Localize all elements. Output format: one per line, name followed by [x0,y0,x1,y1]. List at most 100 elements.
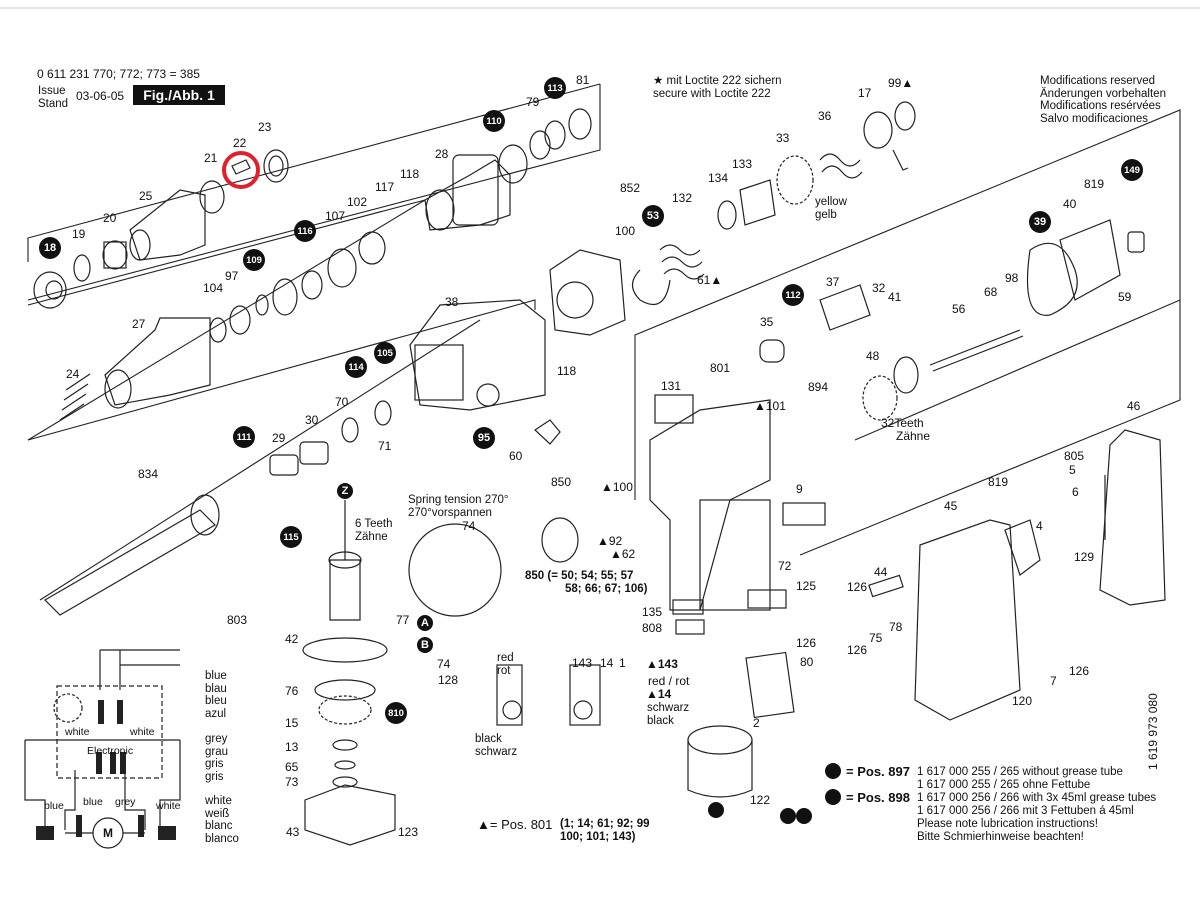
part-number-label: 4 [1036,519,1043,533]
frame-mid2 [27,299,536,441]
part-number-label: 126 [847,580,868,594]
circled-label: 110 [486,116,502,127]
part-number-label: 129 [1074,550,1095,564]
part-number-label: 852 [620,181,641,195]
part-number-label: 14 [600,656,614,670]
part-number-label: 56 [952,302,966,316]
part-number-label: 134 [708,171,729,185]
part-number-label: 97 [225,269,239,283]
circled-label: Z [341,485,349,497]
part-number-label: 128 [438,673,459,687]
issue-date: 03-06-05 [76,89,125,103]
part-number-label: 894 [808,380,829,394]
part-number-label: 80 [800,655,814,669]
part-number-label: 43 [286,825,300,839]
part-number-label: 45 [944,499,958,513]
lubrication-note: Please note lubrication instructions!Bit… [917,818,1098,843]
part-number-label: 850 [551,475,572,489]
part-number-label: 107 [325,209,346,223]
part-number: 0 611 231 770; 772; 773 = 385 [37,67,200,81]
circled-label: 53 [646,210,660,222]
part-number-label: 6 [1072,485,1079,499]
switch-symbols [36,700,176,840]
circled-label: 114 [348,362,364,373]
pos-898-label: = Pos. 898 [846,790,910,805]
part-number-label: ▲92 [597,534,623,548]
part-number-label: 23 [258,120,272,134]
arrow-14: ▲14 [646,687,672,701]
wire-white-3: white [156,800,181,812]
part-number-label: 74 [437,657,451,671]
part-number-label: 805 [1064,449,1085,463]
part-number-label: ▲100 [601,480,633,494]
part-number-label: 20 [103,211,117,225]
part-number-label: 36 [818,109,832,123]
wire-white-right: white [130,726,155,738]
part-number-label: ▲62 [610,547,636,561]
part-number-label: 2 [753,716,760,730]
circled-label: 109 [246,255,262,266]
part-number-label: 19 [72,227,86,241]
highlight-circle [222,151,260,189]
part-number-label: 38 [445,295,459,309]
part-number-label: 126 [1069,664,1090,678]
part-number-label: 77 [396,613,410,627]
spring-tension-annotation: Spring tension 270°270°vorspannen [408,494,509,519]
part-number-label: 122 [750,793,771,807]
circled-label: 116 [297,226,313,237]
red-rot-2: red / rot [648,674,690,688]
part-number-label: 32 [872,281,886,295]
part-number-label: 118 [557,364,577,378]
part-number-label: 71 [378,439,392,453]
pos-801-note: ▲= Pos. 801 [477,817,553,832]
pos-897-label: = Pos. 897 [846,764,910,779]
part-number-label: 25 [139,189,153,203]
part-number-label: ▲101 [754,399,786,413]
circled-label: 111 [236,432,252,443]
part-number-label: 65 [285,760,299,774]
part-number-label: 48 [866,349,880,363]
part-number-label: 42 [285,632,299,646]
wire-white-left: white [65,726,90,738]
part-number-label: 59 [1118,290,1132,304]
label-74: 74 [462,519,476,533]
part-number-label: 5 [1069,463,1076,477]
arrow-143: ▲143 [646,657,678,671]
part-number-label: 819 [988,475,1009,489]
part-number-label: 28 [435,147,449,161]
side-code: 1 619 973 080 [1146,693,1160,770]
frame-top [27,83,601,262]
circled-label: A [421,617,429,629]
part-number-label: 37 [826,275,840,289]
part-number-label: 7 [1050,674,1057,688]
part-number-label: 46 [1127,399,1141,413]
circled-label: 149 [1124,165,1140,176]
part-number-label: 40 [1063,197,1077,211]
part-number-label: 9 [796,482,803,496]
circled-label: 95 [477,432,491,444]
part-number-label: 118 [400,167,420,181]
part-number-label: 117 [375,180,395,194]
part-number-label: 100 [615,224,636,238]
part-number-label: 135 [642,605,663,619]
part-number-label: 133 [732,157,753,171]
part-number-label: 61▲ [697,273,723,287]
part-number-label: 15 [285,716,299,730]
frame-top-b [27,84,601,301]
part-number-label: 143 [572,656,593,670]
part-number-label: 131 [661,379,682,393]
part-number-label: 73 [285,775,299,789]
circled-label: 112 [785,290,801,301]
part-number-label: 17 [858,86,872,100]
